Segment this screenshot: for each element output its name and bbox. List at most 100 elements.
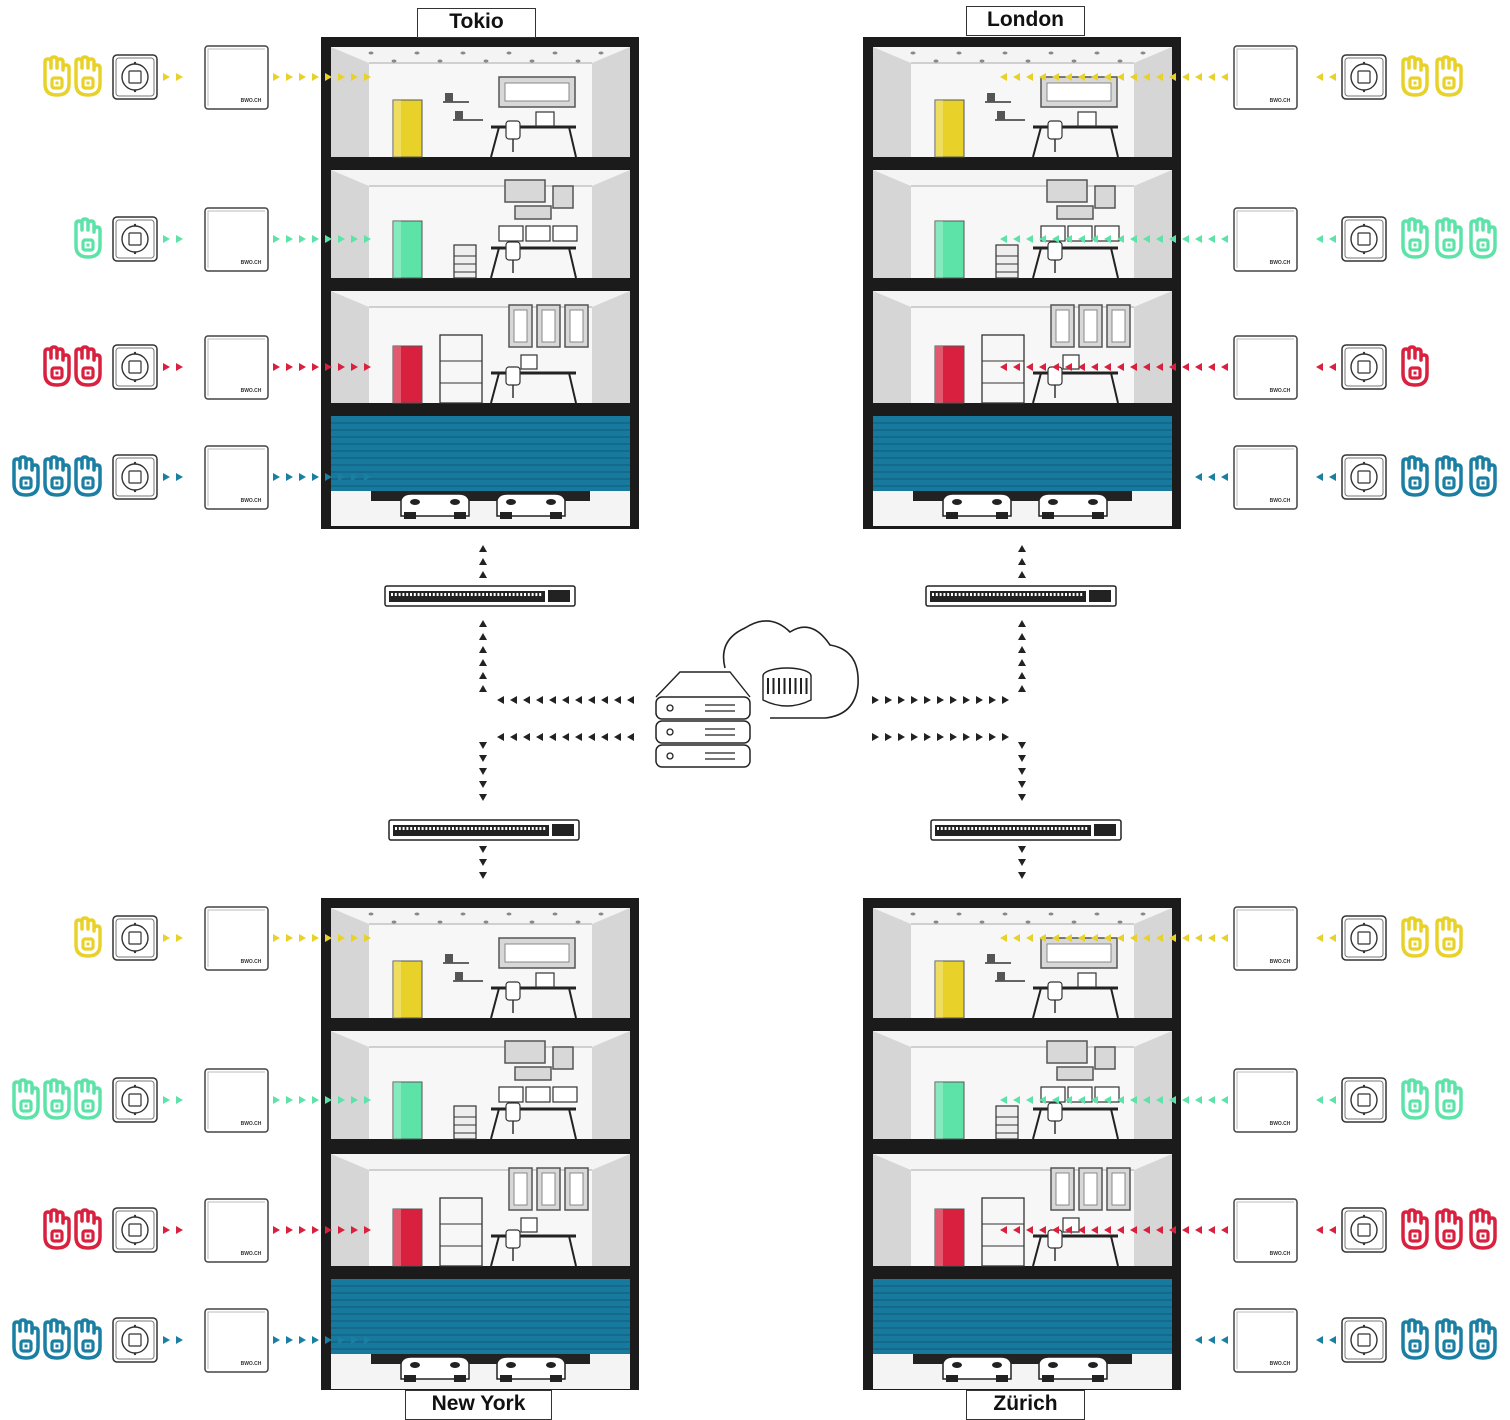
signal-arrow: [176, 235, 183, 243]
signal-arrow: [1065, 934, 1072, 942]
signal-arrow: [1182, 73, 1189, 81]
signal-arrow: [1117, 934, 1124, 942]
signal-arrow: [1208, 473, 1215, 481]
signal-arrow: [1208, 1096, 1215, 1104]
hand-icon: [1435, 455, 1463, 497]
signal-arrow: [510, 733, 517, 741]
controller-box: BWO.CH: [1233, 1198, 1298, 1263]
signal-arrow: [885, 696, 892, 704]
controller-brand: BWO.CH: [241, 1251, 262, 1257]
chair: [1047, 241, 1063, 261]
signal-arrow: [325, 235, 332, 243]
signal-arrow: [364, 1096, 371, 1104]
signal-arrow: [1013, 1226, 1020, 1234]
building-name: Tokio: [449, 10, 504, 33]
signal-arrow: [1208, 1226, 1215, 1234]
network-arrow: [1018, 846, 1026, 853]
door: [392, 220, 423, 279]
signal-arrow: [976, 733, 983, 741]
signal-arrow: [1221, 235, 1228, 243]
signal-arrow: [299, 73, 306, 81]
floor-control-1: BWO.CH: [74, 207, 371, 272]
signal-arrow: [1143, 934, 1150, 942]
signal-arrow: [1039, 235, 1046, 243]
wall-switch-icon: [112, 915, 158, 961]
floor-control-3: BWO.CH: [1195, 1308, 1497, 1373]
signal-arrow: [1091, 235, 1098, 243]
signal-arrow: [1316, 934, 1323, 942]
signal-arrow: [1329, 1096, 1336, 1104]
signal-arrow: [1208, 235, 1215, 243]
hand-icon: [1401, 455, 1429, 497]
signal-arrow: [950, 733, 957, 741]
hand-icon: [74, 1078, 102, 1120]
signal-arrow: [325, 473, 332, 481]
wall-switch-icon: [1341, 1077, 1387, 1123]
signal-arrow: [1182, 235, 1189, 243]
car-icon: [942, 1356, 1012, 1382]
signal-arrow: [1039, 934, 1046, 942]
door: [392, 1208, 423, 1267]
monitor: [1077, 972, 1097, 988]
hand-icon: [74, 345, 102, 387]
signal-arrow: [1329, 235, 1336, 243]
signal-arrow: [286, 235, 293, 243]
chair: [505, 1229, 521, 1249]
network-arrow: [479, 633, 487, 640]
signal-arrow: [1316, 1096, 1323, 1104]
signal-arrow: [1130, 1226, 1137, 1234]
monitor: [520, 354, 538, 370]
hand-icon: [1435, 1078, 1463, 1120]
signal-arrow: [1316, 1226, 1323, 1234]
wall-switch-icon: [1341, 454, 1387, 500]
signal-arrow: [536, 696, 543, 704]
signal-arrow: [976, 696, 983, 704]
signal-arrow: [1065, 1226, 1072, 1234]
signal-arrow: [1195, 1096, 1202, 1104]
car-icon: [400, 493, 470, 519]
signal-arrow: [1169, 1096, 1176, 1104]
signal-arrow: [1104, 363, 1111, 371]
controller-box: BWO.CH: [204, 1308, 269, 1373]
hand-icon: [74, 455, 102, 497]
signal-arrow: [364, 473, 371, 481]
signal-arrow: [1013, 934, 1020, 942]
network-arrow: [479, 571, 487, 578]
hand-icon: [1401, 55, 1429, 97]
controller-brand: BWO.CH: [241, 260, 262, 266]
controller-brand: BWO.CH: [1270, 1251, 1291, 1257]
signal-arrow: [1316, 473, 1323, 481]
building-label-london: London: [966, 6, 1085, 36]
controller-box: BWO.CH: [204, 906, 269, 971]
monitor: [525, 225, 551, 242]
signal-arrow: [1156, 73, 1163, 81]
signal-arrow: [1195, 473, 1202, 481]
signal-arrow: [1013, 235, 1020, 243]
signal-arrow: [299, 235, 306, 243]
hand-icon: [12, 1078, 40, 1120]
signal-arrow: [898, 696, 905, 704]
signal-arrow: [924, 733, 931, 741]
signal-arrow: [176, 363, 183, 371]
signal-arrow: [1316, 235, 1323, 243]
hand-icon: [74, 55, 102, 97]
network-switch-icon: [930, 819, 1122, 841]
signal-arrow: [286, 1096, 293, 1104]
controller-box: BWO.CH: [1233, 445, 1298, 510]
signal-arrow: [1221, 934, 1228, 942]
signal-arrow: [614, 733, 621, 741]
signal-arrow: [1039, 1226, 1046, 1234]
signal-arrow: [1065, 363, 1072, 371]
network-links: [384, 545, 1122, 879]
signal-arrow: [1195, 1226, 1202, 1234]
network-switch-icon: [925, 585, 1117, 607]
signal-arrow: [911, 733, 918, 741]
signal-arrow: [1156, 1096, 1163, 1104]
building-name: Zürich: [993, 1392, 1058, 1415]
hand-icon: [1401, 916, 1429, 958]
floor-control-1: BWO.CH: [12, 1068, 371, 1133]
controller-brand: BWO.CH: [1270, 498, 1291, 504]
